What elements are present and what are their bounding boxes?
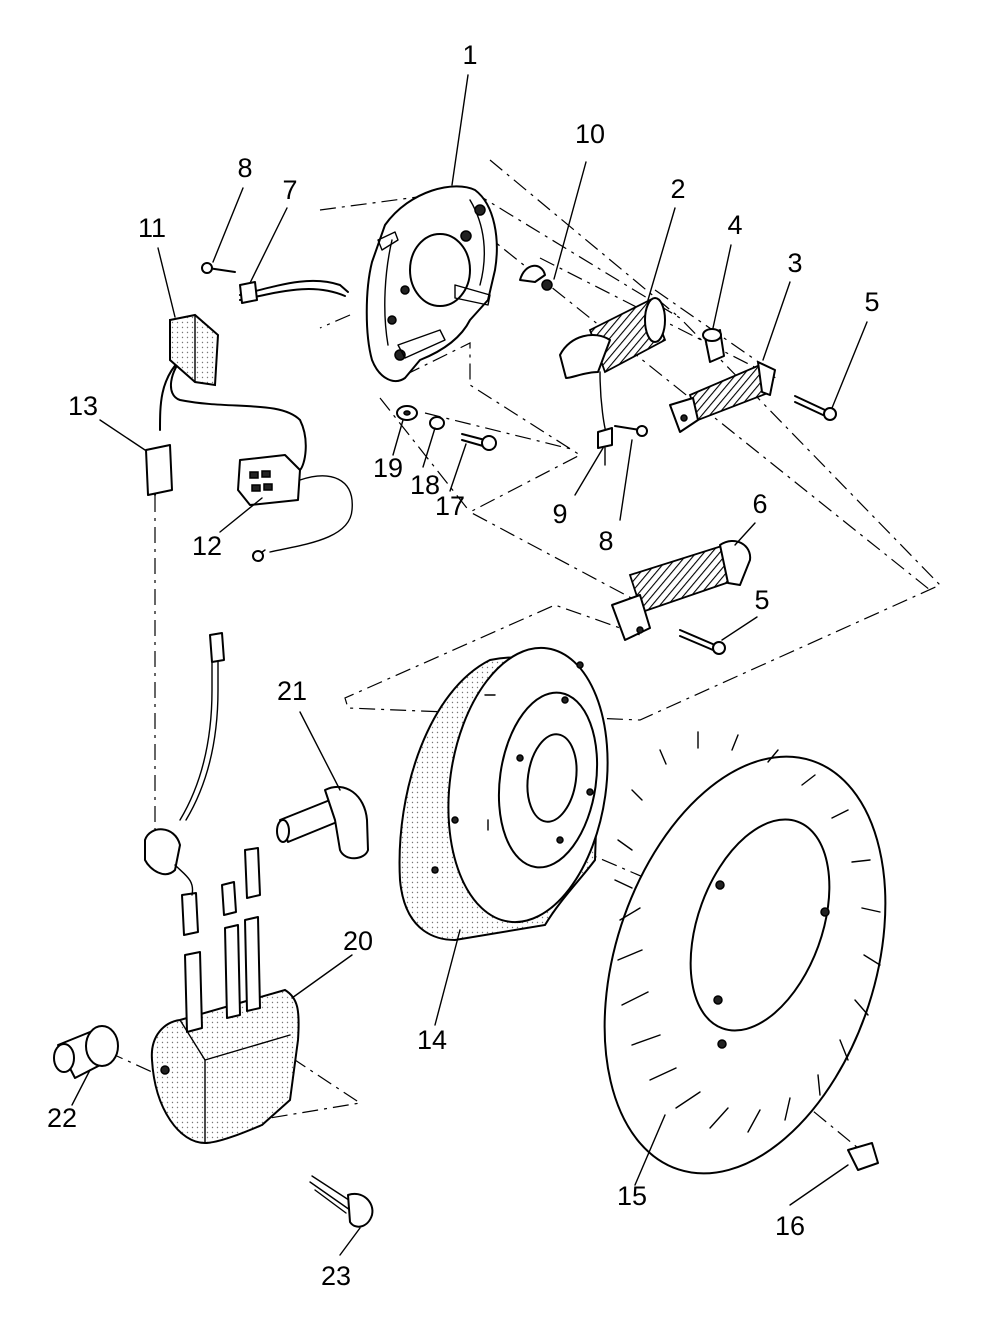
cooling-fan — [603, 731, 887, 1175]
spacer — [702, 328, 725, 363]
callout-labels: 1 2 3 4 5 5 6 7 8 8 9 10 11 12 13 14 15 … — [47, 40, 880, 1291]
exciter-coil — [559, 297, 667, 439]
callout-11: 11 — [138, 213, 166, 243]
fan-bolt — [847, 1142, 879, 1171]
callout-8b: 8 — [598, 526, 613, 556]
callout-23: 23 — [321, 1261, 351, 1291]
screw-lower — [679, 629, 726, 655]
callout-6: 6 — [752, 489, 767, 519]
screw-small-left — [201, 262, 236, 274]
lock-washer-18 — [429, 416, 445, 430]
callout-20: 20 — [343, 926, 373, 956]
callout-13: 13 — [68, 391, 98, 421]
callout-14: 14 — [417, 1025, 447, 1055]
callout-15: 15 — [617, 1181, 647, 1211]
wire-clamp-9 — [597, 427, 613, 466]
wire-clamp-7 — [239, 281, 258, 304]
connector-13 — [145, 444, 173, 496]
callout-1: 1 — [462, 40, 477, 70]
coil-spacer — [53, 1025, 119, 1079]
connector-block-12 — [237, 454, 301, 562]
coil-bolt — [309, 1175, 374, 1228]
callout-5b: 5 — [754, 585, 769, 615]
flywheel — [398, 646, 609, 942]
callout-2: 2 — [670, 174, 685, 204]
spark-plug-cap — [276, 785, 369, 860]
callout-22: 22 — [47, 1103, 77, 1133]
callout-10: 10 — [575, 119, 605, 149]
ignition-wire — [144, 632, 225, 896]
callout-9: 9 — [552, 499, 567, 529]
ignition-module-11 — [169, 313, 220, 387]
charge-coil — [611, 540, 752, 641]
lighting-coil — [669, 361, 776, 433]
screw-upper — [794, 395, 837, 421]
callout-4: 4 — [727, 210, 742, 240]
callout-3: 3 — [787, 248, 802, 278]
callout-8a: 8 — [237, 153, 252, 183]
callout-12: 12 — [192, 531, 222, 561]
callout-16: 16 — [775, 1211, 805, 1241]
ignition-coil — [150, 988, 300, 1145]
leader-lines — [71, 74, 868, 1256]
assembly-lines — [107, 159, 942, 1149]
callout-17: 17 — [435, 491, 465, 521]
callout-5a: 5 — [864, 287, 879, 317]
clamp-10 — [519, 264, 553, 291]
stator-plate — [365, 185, 498, 382]
high-tension-leads — [181, 847, 261, 1033]
callout-19: 19 — [373, 453, 403, 483]
washer-19 — [396, 405, 418, 421]
callout-21: 21 — [277, 676, 307, 706]
screw-17 — [461, 433, 497, 451]
callout-7: 7 — [282, 175, 297, 205]
callout-18: 18 — [410, 470, 440, 500]
screw-small-right — [614, 425, 648, 437]
